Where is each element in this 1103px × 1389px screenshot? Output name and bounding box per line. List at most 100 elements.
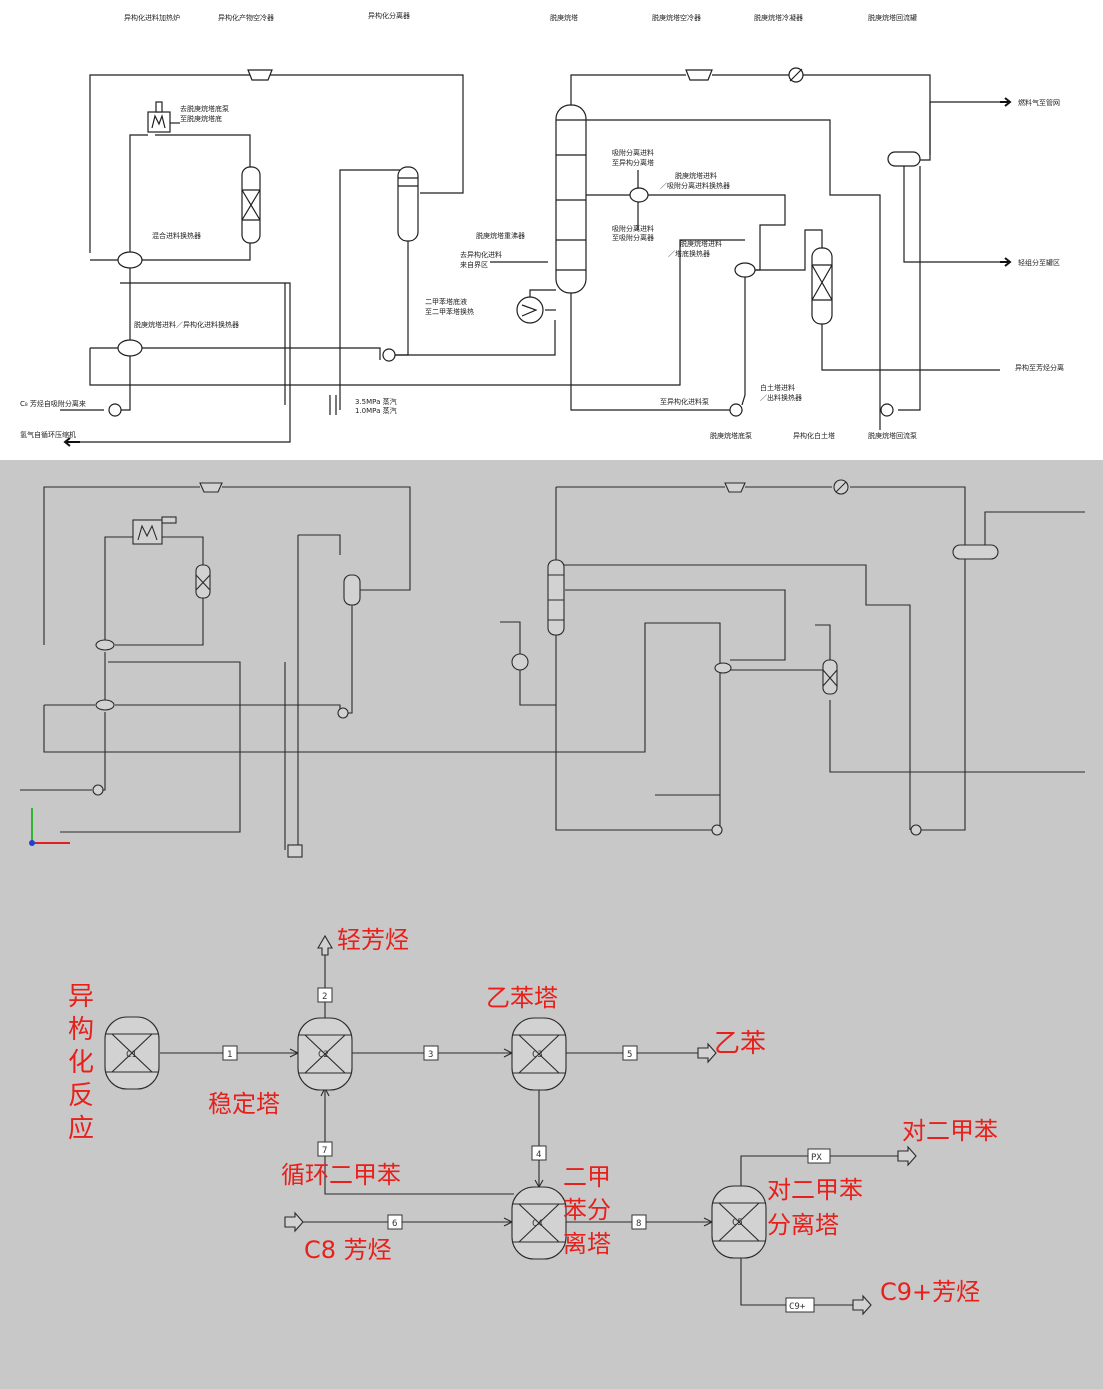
pipe-light-out	[903, 166, 1000, 263]
cad-pump-2-icon	[92, 784, 104, 796]
center-note-1: 吸附分离进料	[612, 148, 654, 157]
pipe-to-column	[395, 320, 556, 356]
cad-drum-icon	[952, 544, 999, 560]
footer-label-2: 异构化白土塔	[793, 431, 835, 440]
cad-reboiler-icon	[511, 653, 529, 671]
clay-bed-icon	[811, 264, 833, 301]
hx-mid-label: 脱庚烷塔进料／异构化进料换热器	[134, 320, 239, 329]
heater-note-2: 至脱庚烷塔底	[180, 114, 222, 123]
fuel-gas-arrow-icon	[1000, 97, 1012, 107]
reboiler-icon	[516, 296, 544, 324]
ep-out-label: 异构至芳烃分离	[1015, 363, 1064, 372]
stream-px-label: PX	[811, 1153, 822, 1163]
center-note-6: 至吸附分离器	[612, 233, 654, 242]
stream-3-label: 3	[428, 1050, 433, 1060]
isomer-char-2: 构	[68, 1015, 94, 1045]
light-out-arrow-icon	[1000, 257, 1012, 267]
reboiler-label-2: 至二甲苯塔换热	[425, 307, 474, 316]
block-c5-label: C5	[732, 1218, 743, 1228]
pipe-long-return	[89, 239, 745, 386]
stream-2-label: 2	[322, 992, 327, 1002]
cad-pipe-top-left	[43, 486, 411, 645]
center-note-5: 吸附分离进料	[612, 224, 654, 233]
stream-px-tag	[807, 1148, 831, 1164]
c8-feed-pump-icon	[108, 403, 122, 417]
clay-label-2: ／出料换热器	[760, 393, 802, 402]
stream-1-label: 1	[227, 1050, 232, 1060]
label-isomerization-reactor: 异 构 化 反 应	[68, 982, 94, 1144]
pipe-hx-mid	[90, 347, 381, 360]
feed-exchanger-1-icon	[117, 251, 143, 269]
pipe-reactor-return	[140, 243, 251, 261]
pipe-reflux	[586, 119, 881, 430]
c8-feed-label: C₈ 芳烃自吸附分离来	[20, 399, 86, 408]
cad-cooler-left-icon	[199, 482, 223, 493]
isomer-char-5: 应	[68, 1114, 94, 1144]
heater-note-1: 去脱庚烷塔底泵	[180, 104, 229, 113]
cad-clay-tower-icon	[822, 659, 838, 695]
cad-pipe-long	[43, 622, 721, 753]
stream-c9-tag	[785, 1297, 815, 1313]
ucs-origin-icon	[29, 840, 35, 846]
pipe-clay-out	[821, 324, 1000, 371]
cad-column-icon	[547, 559, 565, 636]
pipe-top-loop	[89, 74, 464, 253]
stream-2-tag	[317, 987, 333, 1003]
header-label-1: 异构化进料加热炉	[124, 13, 180, 22]
cad-pipe-column-bottom	[555, 633, 720, 831]
header-label-2: 异构化产物空冷器	[218, 13, 274, 22]
pipe-reflux-pump	[898, 166, 921, 411]
c9-arrow-icon	[852, 1294, 872, 1316]
cad-pipe-heater-out	[162, 536, 204, 565]
right-hx-label-1: 脱庚烷塔进料	[680, 239, 722, 248]
adsorption-exchanger-icon	[629, 187, 649, 203]
cad-pipe-reflux	[556, 564, 911, 830]
label-c8-aromatics: C8 芳烃	[304, 1236, 392, 1264]
cad-pipe-top-right	[556, 486, 966, 545]
steam-label-1: 3.5MPa 蒸汽	[355, 397, 397, 406]
heater-stack-icon	[155, 101, 163, 113]
header-label-3: 异构化分离器	[368, 11, 410, 20]
stream-3-tag	[423, 1045, 439, 1061]
deheptanizer-column-icon	[555, 104, 587, 294]
pipe-right-exchanger	[741, 277, 746, 406]
right-hx-label-2: ／塔底换热器	[668, 249, 710, 258]
stream-8-tag	[631, 1214, 647, 1230]
header-label-6: 脱庚烷塔冷凝器	[754, 13, 803, 22]
stream-c9-label: C9+	[789, 1302, 806, 1312]
cad-hx-2-icon	[95, 699, 115, 711]
light-out-label: 轻组分至罐区	[1018, 258, 1060, 267]
block-c1-label: C1	[126, 1050, 137, 1060]
hx-left-label: 混合进料换热器	[152, 231, 201, 240]
px-col-line-1: 对二甲苯	[767, 1176, 863, 1204]
block-c3-label: C3	[532, 1050, 543, 1060]
fuel-gas-label: 燃料气至管网	[1018, 98, 1060, 107]
cad-pipe-fuel	[984, 511, 1085, 555]
cad-reactor-icon	[195, 564, 211, 599]
cad-pipe-reactor-out	[115, 598, 204, 646]
block-c4-label: C4	[532, 1219, 543, 1229]
reactor-bed-icon	[241, 189, 261, 221]
stream-px-line	[740, 1155, 898, 1187]
cad-valve-stem-icon	[835, 481, 847, 493]
bottom-pump-1-icon	[729, 403, 743, 417]
stream-5-tag	[622, 1045, 638, 1061]
cad-pump-4-icon	[910, 824, 922, 836]
light-aromatics-arrow-icon	[317, 934, 333, 956]
cad-heater-coil-icon	[137, 524, 158, 541]
cad-pipe-vertical-b	[297, 534, 341, 850]
cad-trap-icon	[287, 844, 303, 858]
bottom-pump-note: 至异构化进料泵	[660, 397, 709, 406]
header-label-5: 脱庚烷塔空冷器	[652, 13, 701, 22]
label-ethylbenzene-column: 乙苯塔	[486, 984, 558, 1012]
stream-7-line	[324, 1088, 514, 1195]
air-cooler-right-icon	[685, 69, 713, 81]
ethylbenzene-arrow-icon	[697, 1042, 717, 1064]
feed-note-2: 来自界区	[460, 260, 488, 269]
steam-trap-icon	[329, 395, 337, 415]
isomer-char-1: 异	[68, 982, 94, 1012]
px-col-line-2: 分离塔	[767, 1211, 839, 1239]
cad-pipe-adsorption	[565, 589, 786, 661]
stream-c9-line	[740, 1257, 853, 1306]
hydrogen-label: 氢气自循环压缩机	[20, 430, 76, 439]
